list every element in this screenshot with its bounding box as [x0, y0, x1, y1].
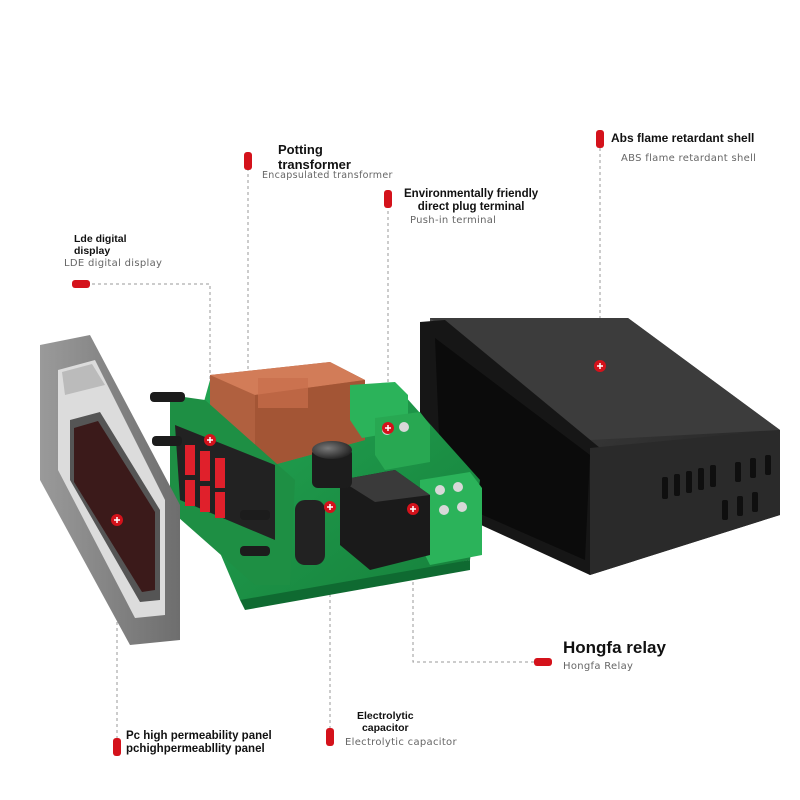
terminal-subtitle: Push-in terminal	[410, 215, 497, 226]
panel-title: Pc high permeability panel pchighpermeab…	[126, 730, 272, 755]
marker-relay	[534, 658, 552, 666]
marker-panel	[113, 738, 121, 756]
marker-terminal	[384, 190, 392, 208]
point-panel	[111, 514, 123, 526]
marker-potting	[244, 152, 252, 170]
abs-shell	[420, 318, 780, 575]
marker-shell	[596, 130, 604, 148]
potting-title: Potting transformer	[278, 142, 351, 172]
relay-subtitle: Hongfa Relay	[563, 661, 634, 672]
display-board	[150, 392, 295, 585]
capacitor-subtitle: Electrolytic capacitor	[345, 737, 457, 748]
shell-vents	[662, 455, 771, 520]
terminal-title: Environmentally friendly direct plug ter…	[404, 188, 539, 213]
hongfa-relay	[340, 470, 430, 570]
point-display	[204, 434, 216, 446]
display-title: Lde digital display	[74, 233, 127, 257]
shell-title: Abs flame retardant shell	[611, 131, 755, 145]
marker-capacitor	[326, 728, 334, 746]
push-in-terminals	[350, 382, 482, 565]
shell-subtitle: ABS flame retardant shell	[621, 153, 757, 164]
capacitor-title: Electrolytic capacitor	[357, 710, 414, 734]
marker-display	[72, 280, 90, 288]
callout-markers	[72, 130, 604, 756]
point-shell	[594, 360, 606, 372]
electrolytic-capacitor	[295, 441, 352, 565]
point-relay	[407, 503, 419, 515]
display-digits	[185, 445, 225, 518]
display-subtitle: LDE digital display	[64, 258, 163, 269]
pc-front-panel	[40, 335, 180, 645]
point-markers	[111, 360, 606, 526]
point-capacitor	[324, 501, 336, 513]
potting-subtitle: Encapsulated transformer	[262, 170, 393, 181]
relay-title: Hongfa relay	[563, 638, 666, 657]
point-terminal	[382, 422, 394, 434]
